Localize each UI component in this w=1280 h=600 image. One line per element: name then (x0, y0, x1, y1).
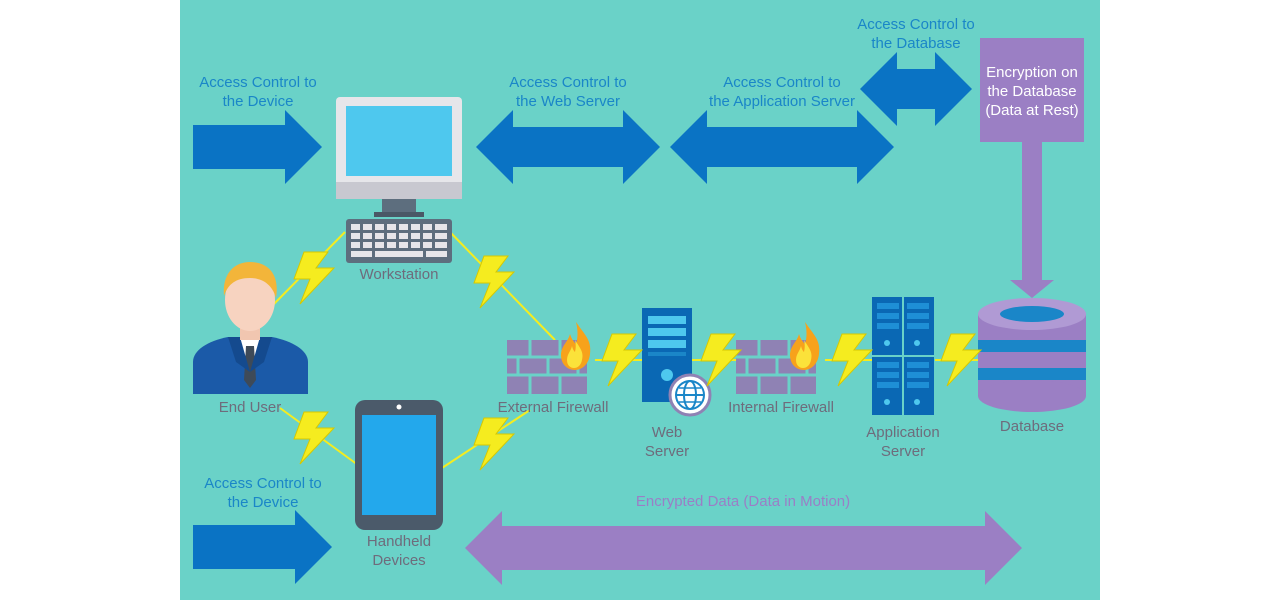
label-handheld: Handheld Devices (367, 533, 431, 569)
svg-text:Access Control to: Access Control to (204, 475, 322, 492)
svg-text:Access Control to: Access Control to (857, 16, 975, 33)
svg-text:(Data at Rest): (Data at Rest) (985, 102, 1078, 119)
label-internal-firewall: Internal Firewall (728, 399, 834, 416)
svg-text:the Device: the Device (223, 93, 294, 110)
arrow-icon-device-top (193, 110, 322, 184)
firewall-icon-external (507, 322, 591, 394)
svg-text:the Database: the Database (987, 83, 1076, 100)
user-icon (193, 262, 308, 394)
svg-text:the Device: the Device (228, 494, 299, 511)
database-icon (978, 298, 1086, 412)
svg-text:Access Control to: Access Control to (723, 74, 841, 91)
svg-text:Access Control to: Access Control to (509, 74, 627, 91)
label-ac-database: Access Control to the Database (857, 16, 975, 52)
monitor-icon (336, 97, 462, 217)
svg-text:Access Control to: Access Control to (199, 74, 317, 91)
label-external-firewall: External Firewall (498, 399, 609, 416)
label-ac-device-bottom: Access Control to the Device (204, 475, 322, 511)
arrow-icon-device-bottom (193, 510, 332, 584)
arrow-icon-web-server (476, 110, 660, 184)
tablet-icon (355, 400, 443, 530)
svg-text:the Web Server: the Web Server (516, 93, 620, 110)
label-encryption-db: Encryption on the Database (Data at Rest… (985, 64, 1078, 119)
label-app-server: Application Server (866, 424, 939, 460)
label-workstation: Workstation (360, 266, 439, 283)
svg-text:Application: Application (866, 424, 939, 441)
label-web-server: Web Server (645, 424, 689, 460)
arrow-icon-app-server (670, 110, 894, 184)
svg-text:Handheld: Handheld (367, 533, 431, 550)
application-server-icon (872, 297, 934, 415)
svg-text:the Database: the Database (871, 35, 960, 52)
svg-text:the Application Server: the Application Server (709, 93, 855, 110)
arrow-icon-encrypted-data (465, 511, 1022, 585)
globe-icon (668, 373, 712, 417)
label-ac-web-server: Access Control to the Web Server (509, 74, 627, 110)
label-ac-device-top: Access Control to the Device (199, 74, 317, 110)
svg-text:Web: Web (652, 424, 683, 441)
svg-text:Encryption on: Encryption on (986, 64, 1078, 81)
firewall-icon-internal (736, 322, 820, 394)
label-database: Database (1000, 418, 1064, 435)
label-ac-app-server: Access Control to the Application Server (709, 74, 855, 110)
svg-text:Devices: Devices (372, 552, 425, 569)
arrow-icon-database (860, 52, 972, 126)
keyboard-icon (346, 219, 452, 263)
label-end-user: End User (219, 399, 282, 416)
svg-text:Server: Server (881, 443, 925, 460)
label-encrypted-data: Encrypted Data (Data in Motion) (636, 493, 850, 510)
arrow-icon-encryption (980, 38, 1084, 298)
svg-text:Server: Server (645, 443, 689, 460)
